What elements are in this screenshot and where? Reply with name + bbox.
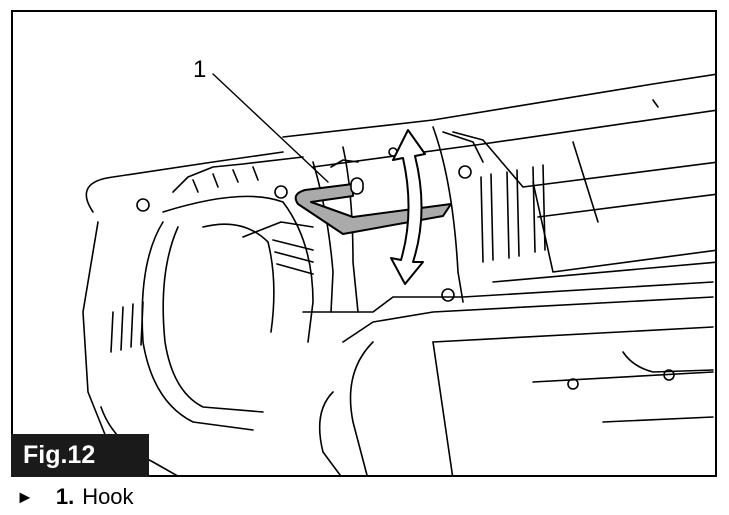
tool-illustration	[82, 73, 715, 475]
triangle-right-icon: ►	[16, 486, 34, 507]
legend-item-number: 1.	[55, 484, 75, 509]
figure-frame	[11, 10, 717, 477]
legend-item-label: Hook	[82, 484, 134, 509]
figure-label: Fig.12	[11, 434, 149, 477]
callout-number: 1	[193, 56, 207, 83]
legend: ► 1. Hook	[16, 483, 134, 511]
